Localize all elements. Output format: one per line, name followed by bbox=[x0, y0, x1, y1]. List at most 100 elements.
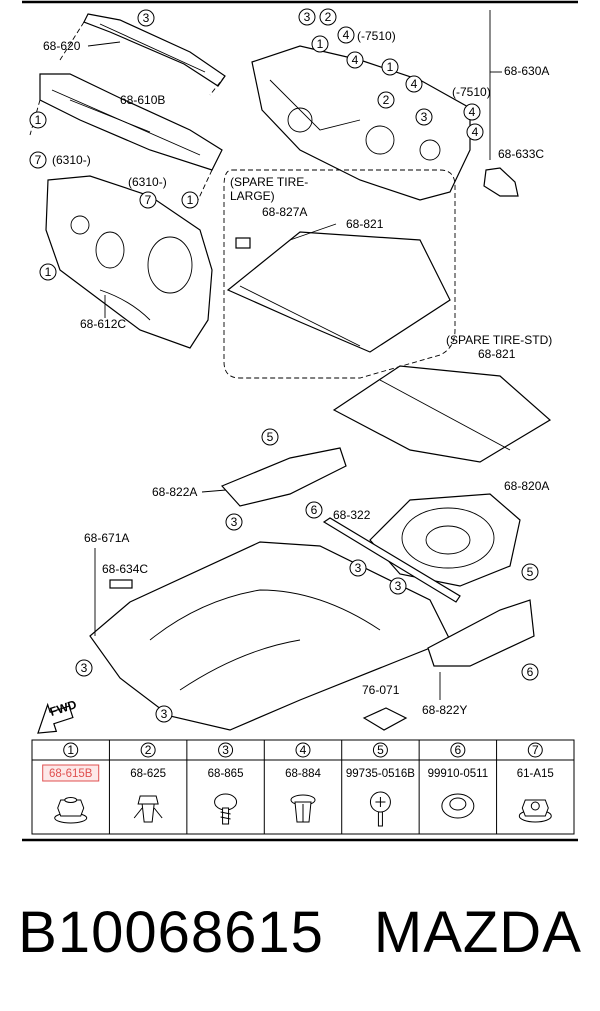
part-68-822y-drawing bbox=[427, 599, 535, 667]
table-ref-circle bbox=[140, 742, 156, 758]
grommet-clip-icon bbox=[290, 794, 316, 823]
table-ref-number: 1 bbox=[67, 743, 74, 757]
ref-circle-3 bbox=[137, 9, 155, 27]
ref-circle-1 bbox=[311, 35, 329, 53]
part-68-612c-drawing bbox=[45, 175, 213, 349]
ref-number-4: 4 bbox=[343, 28, 350, 42]
part-68-821-std-drawing bbox=[332, 365, 552, 463]
table-part-number: 61-A15 bbox=[517, 768, 554, 780]
ref-circle-1 bbox=[381, 58, 399, 76]
flange-nut-icon bbox=[54, 797, 88, 824]
ref-number-3: 3 bbox=[395, 579, 402, 593]
screw-icon bbox=[369, 791, 391, 827]
callout-68-821-lower: 68-821 bbox=[478, 347, 516, 361]
ref-number-4: 4 bbox=[469, 105, 476, 119]
ref-number-5: 5 bbox=[267, 430, 274, 444]
ref-circle-5 bbox=[261, 428, 279, 446]
part-68-822a-drawing bbox=[220, 447, 347, 507]
table-ref-circle bbox=[450, 742, 466, 758]
part-68-620-drawing bbox=[59, 13, 226, 96]
table-ref-circle bbox=[63, 742, 79, 758]
callout-68-671a: 68-671A bbox=[84, 531, 129, 545]
ref-circle-6 bbox=[521, 663, 539, 681]
clip-icon bbox=[133, 795, 163, 823]
table-ref-circle bbox=[295, 742, 311, 758]
table-ref-number: 5 bbox=[377, 743, 384, 757]
table-part-number: 68-625 bbox=[130, 768, 166, 780]
ref-number-3: 3 bbox=[421, 110, 428, 124]
ref-number-4: 4 bbox=[352, 53, 359, 67]
callout-68-634c: 68-634C bbox=[102, 562, 148, 576]
note-7510-lower: (-7510) bbox=[452, 85, 491, 99]
note-6310-right: (6310-) bbox=[128, 175, 167, 189]
table-part-number: 99735-0516B bbox=[346, 768, 415, 780]
ref-circle-4 bbox=[463, 103, 481, 121]
ref-number-1: 1 bbox=[187, 193, 194, 207]
ref-circle-3 bbox=[415, 108, 433, 126]
ref-circle-2 bbox=[319, 8, 337, 26]
ref-circle-4 bbox=[337, 26, 355, 44]
part-number: B10068615 bbox=[18, 899, 324, 965]
table-ref-number: 3 bbox=[222, 743, 229, 757]
ref-number-1: 1 bbox=[45, 265, 52, 279]
part-68-322-drawing bbox=[322, 517, 461, 603]
ref-circle-6 bbox=[305, 501, 323, 519]
callout-68-827a: 68-827A bbox=[262, 205, 307, 219]
ref-circle-3 bbox=[225, 513, 243, 531]
part-68-820a-drawing bbox=[369, 493, 521, 587]
ref-circle-4 bbox=[405, 75, 423, 93]
ref-number-6: 6 bbox=[527, 665, 534, 679]
ref-number-1: 1 bbox=[387, 60, 394, 74]
ref-circle-4 bbox=[466, 123, 484, 141]
note-spare-large-1: (SPARE TIRE- bbox=[230, 175, 308, 189]
push-rivet-icon bbox=[214, 793, 238, 825]
callout-68-822y: 68-822Y bbox=[422, 703, 467, 717]
ref-circle-1 bbox=[39, 263, 57, 281]
callout-68-820a: 68-820A bbox=[504, 479, 549, 493]
ref-number-3: 3 bbox=[81, 661, 88, 675]
ref-circle-1 bbox=[181, 191, 199, 209]
ref-number-7: 7 bbox=[145, 193, 152, 207]
brand-name: MAZDA bbox=[373, 899, 582, 965]
ref-circle-3 bbox=[349, 559, 367, 577]
note-6310-left: (6310-) bbox=[52, 153, 91, 167]
table-ref-number: 7 bbox=[532, 743, 539, 757]
ref-number-4: 4 bbox=[411, 77, 418, 91]
note-7510-upper: (-7510) bbox=[357, 29, 396, 43]
note-spare-large-2: LARGE) bbox=[230, 189, 275, 203]
table-ref-number: 6 bbox=[455, 743, 462, 757]
ref-circle-5 bbox=[521, 563, 539, 581]
fastener-table: 168-615B268-625368-865468-884599735-0516… bbox=[31, 739, 575, 835]
caption: B10068615 MAZDA bbox=[0, 892, 600, 972]
ref-number-3: 3 bbox=[231, 515, 238, 529]
ref-number-7: 7 bbox=[35, 153, 42, 167]
highlight-box bbox=[42, 764, 100, 782]
ref-circle-2 bbox=[377, 91, 395, 109]
callout-68-630a: 68-630A bbox=[504, 64, 549, 78]
part-68-821-large-drawing bbox=[226, 231, 451, 353]
callout-68-610b: 68-610B bbox=[120, 93, 165, 107]
callout-68-821-upper: 68-821 bbox=[346, 217, 384, 231]
ref-circle-3 bbox=[75, 659, 93, 677]
table-ref-circle bbox=[527, 742, 543, 758]
ref-number-1: 1 bbox=[35, 113, 42, 127]
ref-number-3: 3 bbox=[304, 10, 311, 24]
ref-number-2: 2 bbox=[383, 93, 390, 107]
grommet-icon bbox=[441, 793, 475, 819]
ref-circle-3 bbox=[389, 577, 407, 595]
ref-number-3: 3 bbox=[355, 561, 362, 575]
callout-68-633c: 68-633C bbox=[498, 147, 544, 161]
table-ref-number: 4 bbox=[300, 743, 307, 757]
table-part-number: 68-884 bbox=[285, 768, 321, 780]
ref-number-5: 5 bbox=[527, 565, 534, 579]
ref-circle-1 bbox=[29, 111, 47, 129]
table-ref-circle bbox=[372, 742, 388, 758]
part-68-633c-drawing bbox=[483, 167, 519, 197]
ref-number-3: 3 bbox=[143, 11, 150, 25]
ref-number-6: 6 bbox=[311, 503, 318, 517]
ref-number-1: 1 bbox=[317, 37, 324, 51]
ref-number-4: 4 bbox=[472, 125, 479, 139]
table-part-number: 68-865 bbox=[208, 768, 244, 780]
